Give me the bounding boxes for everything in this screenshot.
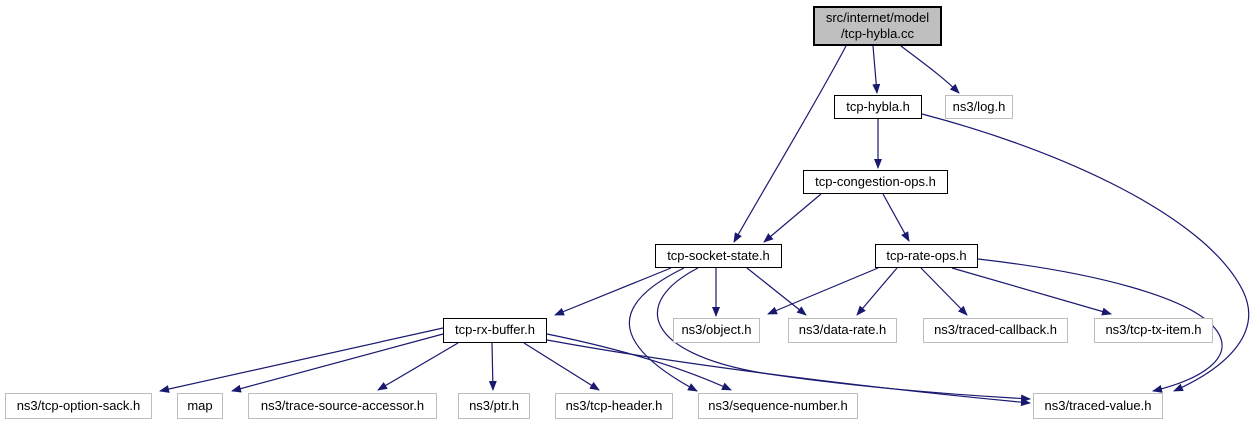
node-ns3-trace-source-accessor-h: ns3/trace-source-accessor.h xyxy=(248,393,437,419)
edge-tcp-hybla-cc-to-tcp-hybla-h xyxy=(872,45,881,94)
edge-tcp-congestion-ops-h-to-tcp-rate-ops-h xyxy=(882,193,910,242)
node-tcp-hybla-cc: src/internet/model /tcp-hybla.cc xyxy=(813,6,942,46)
node-ns3-ptr-h: ns3/ptr.h xyxy=(458,393,530,419)
node-label: ns3/log.h xyxy=(952,98,1006,114)
node-label: ns3/sequence-number.h xyxy=(708,397,848,413)
node-tcp-rate-ops-h[interactable]: tcp-rate-ops.h xyxy=(875,244,978,268)
edge-tcp-socket-state-h-to-ns3-sequence-number-h xyxy=(628,267,698,392)
node-ns3-tcp-option-sack-h: ns3/tcp-option-sack.h xyxy=(5,393,152,419)
edge-tcp-rate-ops-h-to-ns3-traced-callback-h xyxy=(920,267,968,316)
edge-tcp-congestion-ops-h-to-tcp-socket-state-h xyxy=(763,193,822,243)
edge-tcp-rx-buffer-h-to-ns3-tcp-option-sack-h xyxy=(159,327,444,393)
node-label: ns3/tcp-header.h xyxy=(565,397,663,413)
node-label: ns3/tcp-option-sack.h xyxy=(16,397,141,413)
node-ns3-data-rate-h: ns3/data-rate.h xyxy=(788,318,897,343)
edge-tcp-hybla-h-to-ns3-traced-value-h xyxy=(921,113,1250,392)
edge-tcp-rate-ops-h-to-ns3-object-h xyxy=(767,267,879,315)
edge-tcp-rx-buffer-h-to-ns3-traced-value-h xyxy=(546,339,1031,407)
node-ns3-sequence-number-h: ns3/sequence-number.h xyxy=(698,393,858,419)
node-ns3-log-h: ns3/log.h xyxy=(945,95,1013,119)
node-map: map xyxy=(177,393,223,419)
edge-tcp-rx-buffer-h-to-ns3-ptr-h xyxy=(488,342,497,391)
node-label: tcp-rate-ops.h xyxy=(886,247,967,263)
edge-tcp-rx-buffer-h-to-map xyxy=(231,333,444,393)
node-label: ns3/data-rate.h xyxy=(798,322,887,338)
node-label: ns3/ptr.h xyxy=(469,397,519,413)
node-ns3-traced-callback-h: ns3/traced-callback.h xyxy=(923,318,1068,343)
node-ns3-tcp-tx-item-h: ns3/tcp-tx-item.h xyxy=(1094,318,1213,343)
node-label: ns3/traced-callback.h xyxy=(934,322,1057,338)
node-label: map xyxy=(187,397,213,413)
edge-tcp-socket-state-h-to-ns3-data-rate-h xyxy=(746,267,807,316)
node-ns3-traced-value-h: ns3/traced-value.h xyxy=(1033,393,1163,419)
node-label: ns3/object.h xyxy=(681,322,752,338)
node-label: tcp-socket-state.h xyxy=(667,247,770,263)
edge-tcp-rx-buffer-h-to-ns3-tcp-header-h xyxy=(523,342,600,391)
node-tcp-socket-state-h[interactable]: tcp-socket-state.h xyxy=(655,244,782,268)
edge-tcp-rate-ops-h-to-ns3-tcp-tx-item-h xyxy=(951,267,1112,316)
node-tcp-hybla-h[interactable]: tcp-hybla.h xyxy=(834,95,922,119)
node-label: tcp-hybla.h xyxy=(846,98,910,114)
node-ns3-object-h: ns3/object.h xyxy=(673,318,760,343)
node-label: ns3/traced-value.h xyxy=(1044,397,1152,413)
node-tcp-rx-buffer-h[interactable]: tcp-rx-buffer.h xyxy=(443,318,547,343)
edge-tcp-rx-buffer-h-to-ns3-sequence-number-h xyxy=(546,333,732,391)
edge-tcp-hybla-cc-to-ns3-log-h xyxy=(900,45,960,94)
node-label: tcp-rx-buffer.h xyxy=(455,322,535,338)
edge-tcp-rx-buffer-h-to-ns3-trace-source-accessor-h xyxy=(377,342,459,391)
edge-tcp-hybla-cc-to-tcp-socket-state-h xyxy=(733,45,847,243)
node-label: tcp-congestion-ops.h xyxy=(815,173,936,189)
node-label: ns3/trace-source-accessor.h xyxy=(260,397,425,413)
edge-tcp-socket-state-h-to-tcp-rx-buffer-h xyxy=(554,267,672,316)
node-ns3-tcp-header-h: ns3/tcp-header.h xyxy=(555,393,673,419)
node-tcp-congestion-ops-h[interactable]: tcp-congestion-ops.h xyxy=(803,170,948,194)
edge-tcp-rate-ops-h-to-ns3-data-rate-h xyxy=(856,267,898,316)
node-label: ns3/tcp-tx-item.h xyxy=(1105,322,1202,338)
node-label: src/internet/model /tcp-hybla.cc xyxy=(825,9,930,41)
